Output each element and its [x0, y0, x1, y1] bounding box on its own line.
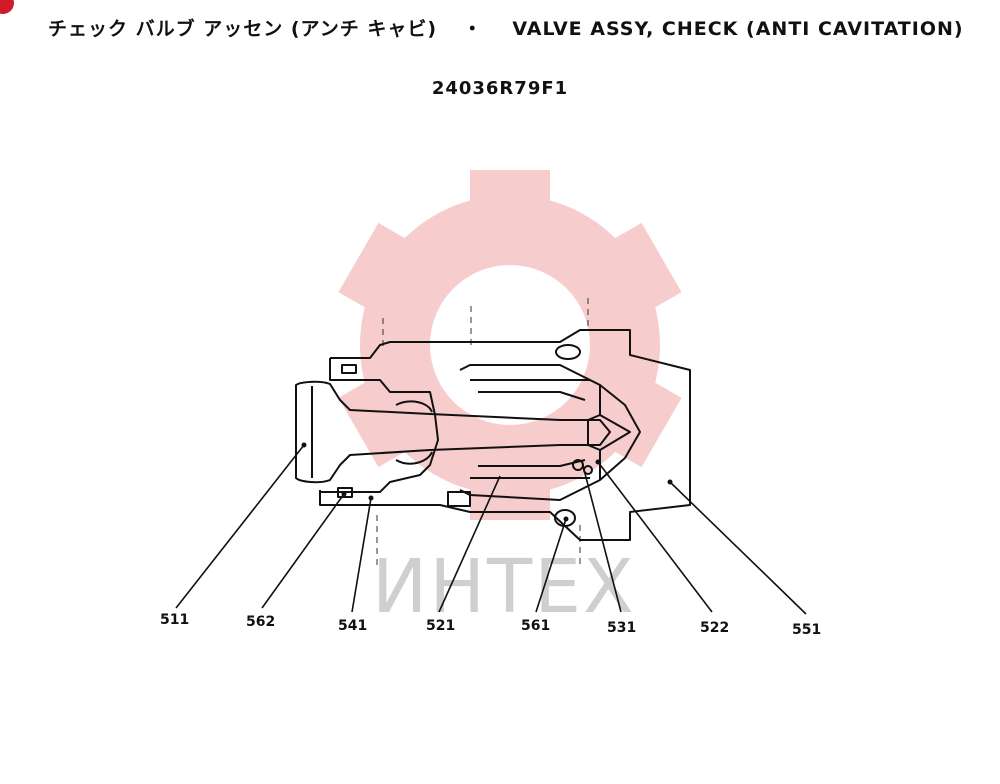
callout-511: 511 [160, 612, 189, 628]
callout-531: 531 [607, 620, 636, 636]
callout-541: 541 [338, 618, 367, 634]
title-japanese: チェック バルブ アッセン (アンチ キャビ) [48, 18, 438, 40]
watermark-text: ИНТЕХ [372, 544, 636, 630]
title-english: VALVE ASSY, CHECK (ANTI CAVITATION) [512, 18, 964, 40]
part-number: 24036R79F1 [431, 78, 569, 99]
valve-assembly-drawing [295, 329, 691, 541]
callout-561: 561 [521, 618, 550, 634]
callout-551: 551 [792, 622, 821, 638]
callout-521: 521 [426, 618, 455, 634]
page-title: チェック バルブ アッセン (アンチ キャビ) ・ VALVE ASSY, CH… [48, 14, 988, 41]
corner-badge [0, 0, 14, 14]
callout-562: 562 [246, 614, 275, 630]
callout-522: 522 [700, 620, 729, 636]
leader-lines [175, 444, 807, 615]
title-separator: ・ [462, 18, 483, 40]
leader-dots [301, 442, 673, 522]
